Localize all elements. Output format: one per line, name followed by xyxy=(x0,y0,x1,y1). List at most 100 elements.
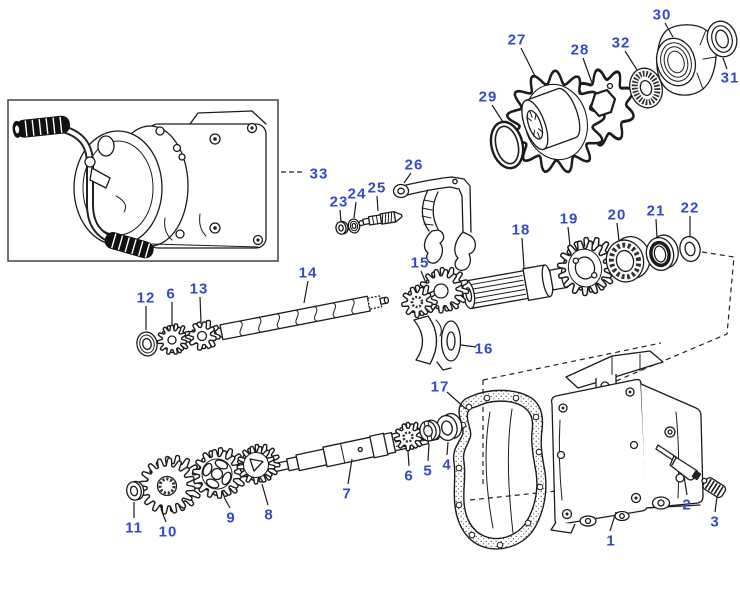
part-5-castle-nut xyxy=(419,419,441,442)
svg-text:12: 12 xyxy=(137,290,156,307)
part-callout-21: 21 xyxy=(647,203,666,239)
svg-text:14: 14 xyxy=(299,265,318,282)
svg-text:32: 32 xyxy=(612,35,631,52)
part-callout-18: 18 xyxy=(512,222,531,269)
part-20-bearing xyxy=(605,236,651,283)
part-callout-12: 12 xyxy=(137,290,156,330)
svg-text:15: 15 xyxy=(411,255,430,272)
svg-text:13: 13 xyxy=(190,281,209,298)
part-31-seal xyxy=(706,20,738,58)
part-18-input-shaft xyxy=(462,264,570,310)
svg-text:1: 1 xyxy=(606,533,615,550)
part-3-screw-plug xyxy=(701,477,727,499)
svg-text:23: 23 xyxy=(330,194,349,211)
part-callout-8: 8 xyxy=(261,483,273,524)
svg-text:11: 11 xyxy=(125,520,143,537)
part-callout-28: 28 xyxy=(571,42,593,84)
part-6-upper-gear-bore xyxy=(167,335,177,345)
part-callout-27: 27 xyxy=(508,32,536,77)
svg-text:30: 30 xyxy=(653,7,672,24)
part-callout-25: 25 xyxy=(368,180,387,212)
part-callout-17: 17 xyxy=(431,379,467,410)
part-14-worm-shaft xyxy=(210,295,390,341)
part-8-gear-face xyxy=(243,452,269,478)
part-callout-30: 30 xyxy=(653,7,674,38)
part-28-lock-plate-hole xyxy=(589,82,617,118)
part-1-housing xyxy=(485,350,704,534)
part-callout-24: 24 xyxy=(348,186,367,219)
part-17-gasket xyxy=(452,389,547,550)
part-callout-6: 6 xyxy=(404,450,413,485)
part-callout-31: 31 xyxy=(721,57,740,87)
part-16-shift-collar xyxy=(413,315,462,371)
part-30-nut xyxy=(655,24,717,96)
svg-text:24: 24 xyxy=(348,186,367,203)
part-callout-13: 13 xyxy=(190,281,209,323)
part-callout-4: 4 xyxy=(442,441,451,474)
svg-text:10: 10 xyxy=(159,524,178,541)
svg-text:28: 28 xyxy=(571,42,590,59)
part-callout-5: 5 xyxy=(423,443,432,480)
part-4-collar xyxy=(436,412,463,442)
svg-text:6: 6 xyxy=(166,286,175,303)
svg-text:16: 16 xyxy=(475,341,494,358)
part-33-cover-assembly-inset xyxy=(7,99,279,262)
part-callout-23: 23 xyxy=(330,194,349,223)
part-9-gear-spokes xyxy=(201,458,233,490)
part-callout-32: 32 xyxy=(612,35,638,71)
part-callout-6: 6 xyxy=(166,286,175,325)
svg-text:8: 8 xyxy=(264,507,273,524)
part-2-pin xyxy=(655,444,701,481)
part-11-oring xyxy=(126,480,145,501)
svg-text:5: 5 xyxy=(423,463,432,480)
part-15-large-bore xyxy=(433,283,449,299)
part-32-bearing xyxy=(629,67,663,109)
part-callout-22: 22 xyxy=(681,200,700,237)
svg-text:21: 21 xyxy=(647,203,666,220)
part-19-gear-face xyxy=(567,248,603,288)
part-15-small-bore xyxy=(410,295,424,309)
part-callout-3: 3 xyxy=(710,496,719,531)
svg-text:9: 9 xyxy=(226,510,235,527)
part-callout-19: 19 xyxy=(560,211,579,247)
part-27-sprocket-hub xyxy=(521,83,589,161)
svg-text:25: 25 xyxy=(368,180,387,197)
part-23-nut xyxy=(335,220,349,235)
part-callout-26: 26 xyxy=(403,157,422,184)
part-callout-7: 7 xyxy=(342,458,353,503)
svg-text:17: 17 xyxy=(431,379,450,396)
svg-text:18: 18 xyxy=(512,222,531,239)
part-10-gear-bore xyxy=(156,475,178,497)
part-12-washer xyxy=(136,331,158,357)
svg-text:29: 29 xyxy=(479,89,498,106)
part-25-detent-plunger xyxy=(358,211,403,227)
svg-text:2: 2 xyxy=(682,497,691,514)
part-callout-11: 11 xyxy=(125,502,143,537)
part-callout-29: 29 xyxy=(479,89,504,123)
svg-text:6: 6 xyxy=(404,468,413,485)
part-26-shift-fork xyxy=(392,176,476,271)
part-6-lower-gear-bore xyxy=(402,431,414,443)
part-callout-33: 33 xyxy=(281,166,329,183)
part-callout-14: 14 xyxy=(299,265,318,304)
svg-text:27: 27 xyxy=(508,32,527,49)
svg-text:22: 22 xyxy=(681,200,700,217)
svg-text:19: 19 xyxy=(560,211,579,228)
svg-text:3: 3 xyxy=(710,514,719,531)
part-callout-15: 15 xyxy=(411,255,430,284)
part-callout-9: 9 xyxy=(223,496,235,527)
svg-text:31: 31 xyxy=(721,70,740,87)
part-callout-10: 10 xyxy=(159,508,178,541)
svg-text:4: 4 xyxy=(442,457,451,474)
part-callout-20: 20 xyxy=(608,207,625,242)
part-21-bearing-race xyxy=(645,234,679,272)
part-24-washer xyxy=(347,218,361,234)
part-13-gear-bore xyxy=(196,330,208,342)
part-22-seal-ring xyxy=(679,235,701,263)
part-callout-2: 2 xyxy=(682,475,691,514)
svg-text:33: 33 xyxy=(310,166,329,183)
part-callout-16: 16 xyxy=(460,341,494,358)
